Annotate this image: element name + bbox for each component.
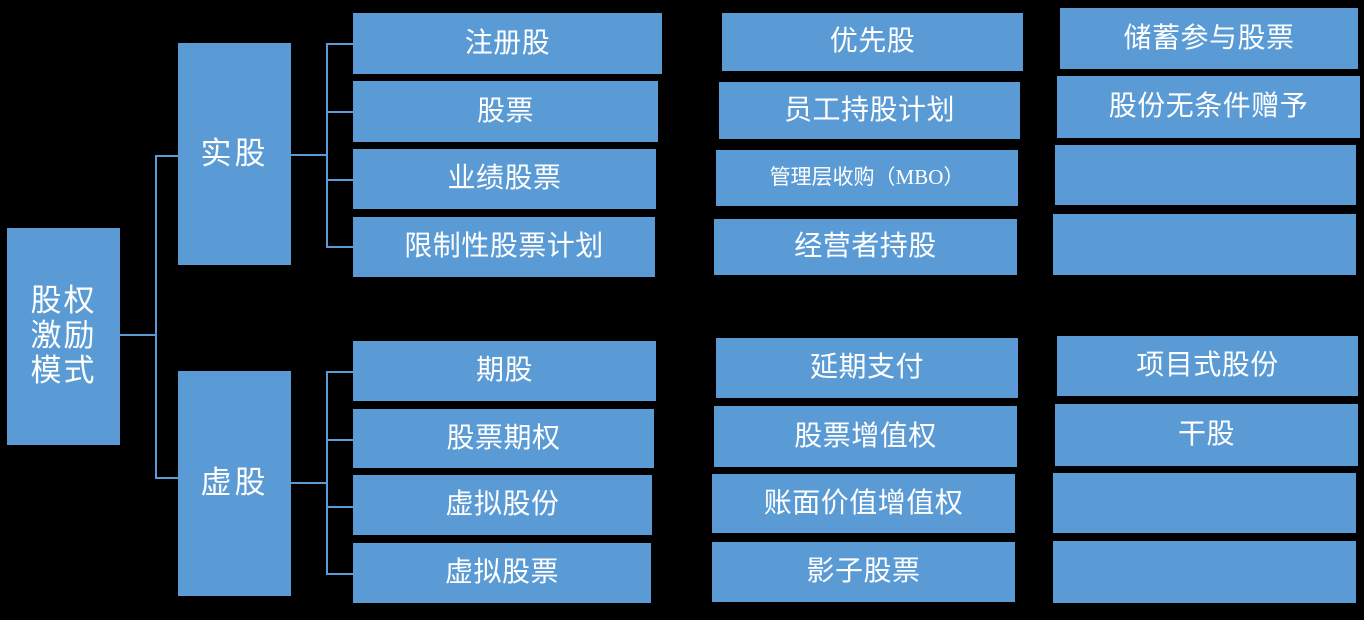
root-node[interactable]: 股权 激励 模式 [7, 228, 120, 445]
leaf-node[interactable]: 股份无条件赠予 [1057, 76, 1360, 138]
leaf-node[interactable]: 管理层收购（MBO） [716, 150, 1018, 206]
connector-xugu-leaf-3 [326, 506, 354, 508]
leaf-label: 股份无条件赠予 [1108, 91, 1309, 123]
connector-root-trunk [155, 155, 157, 479]
branch-label: 实股 [200, 135, 269, 171]
leaf-label: 项目式股份 [1136, 350, 1279, 382]
connector-xugu-leaf-4 [326, 573, 354, 575]
leaf-label: 股票 [476, 95, 534, 127]
leaf-label: 限制性股票计划 [404, 231, 604, 263]
leaf-node[interactable]: 限制性股票计划 [353, 217, 655, 277]
leaf-node[interactable]: 项目式股份 [1057, 336, 1358, 396]
connector-xugu-trunk [326, 371, 328, 575]
leaf-node-empty[interactable] [1055, 145, 1356, 205]
leaf-node[interactable]: 影子股票 [712, 542, 1015, 602]
leaf-node[interactable]: 注册股 [353, 13, 662, 74]
leaf-label: 管理层收购（MBO） [769, 165, 965, 190]
leaf-label: 虚拟股份 [445, 489, 560, 521]
leaf-label: 虚拟股票 [444, 557, 559, 589]
leaf-label: 延期支付 [809, 352, 924, 384]
connector-shigu-leaf-4 [326, 246, 354, 248]
leaf-node[interactable]: 储蓄参与股票 [1060, 8, 1358, 69]
connector-xugu-leaf-1 [326, 371, 354, 373]
connector-root-to-shigu [155, 155, 179, 157]
leaf-node-empty[interactable] [1053, 214, 1356, 275]
leaf-label: 股票期权 [446, 422, 561, 454]
root-label-line-2: 激励 [30, 318, 97, 354]
leaf-label: 优先股 [829, 26, 916, 58]
leaf-node[interactable]: 虚拟股票 [353, 543, 651, 603]
leaf-node[interactable]: 股票增值权 [714, 406, 1017, 467]
leaf-node[interactable]: 股票 [353, 81, 658, 142]
leaf-node[interactable]: 员工持股计划 [719, 82, 1020, 139]
leaf-label: 业绩股票 [447, 163, 562, 195]
connector-root-stub [120, 334, 157, 336]
leaf-label: 股票增值权 [794, 420, 937, 452]
connector-xugu-stub [291, 482, 328, 484]
leaf-node-empty[interactable] [1053, 473, 1356, 533]
root-label-line-3: 模式 [30, 352, 97, 388]
branch-label: 虚股 [200, 465, 269, 501]
leaf-label: 经营者持股 [794, 231, 937, 263]
connector-shigu-leaf-2 [326, 111, 354, 113]
leaf-node[interactable]: 股票期权 [353, 409, 654, 468]
leaf-node[interactable]: 账面价值增值权 [712, 474, 1015, 533]
leaf-label: 账面价值增值权 [763, 487, 964, 519]
leaf-node[interactable]: 干股 [1055, 404, 1358, 466]
root-label-line-1: 股权 [30, 283, 97, 319]
leaf-label: 储蓄参与股票 [1123, 22, 1295, 54]
connector-xugu-leaf-2 [326, 439, 354, 441]
branch-node-shigu[interactable]: 实股 [178, 43, 291, 265]
leaf-label: 员工持股计划 [783, 94, 955, 126]
leaf-node[interactable]: 经营者持股 [714, 219, 1017, 275]
leaf-node-empty[interactable] [1053, 541, 1356, 603]
connector-root-to-xugu [155, 477, 179, 479]
leaf-label: 干股 [1177, 419, 1235, 451]
leaf-node[interactable]: 虚拟股份 [353, 475, 652, 535]
connector-shigu-stub [291, 154, 328, 156]
leaf-node[interactable]: 优先股 [722, 13, 1023, 71]
branch-node-xugu[interactable]: 虚股 [178, 371, 291, 596]
leaf-label: 影子股票 [806, 556, 921, 588]
connector-shigu-trunk [326, 43, 328, 247]
leaf-node[interactable]: 期股 [353, 341, 656, 401]
connector-shigu-leaf-1 [326, 43, 354, 45]
leaf-node[interactable]: 业绩股票 [353, 149, 656, 209]
leaf-node[interactable]: 延期支付 [716, 338, 1018, 398]
connector-shigu-leaf-3 [326, 179, 354, 181]
leaf-label: 注册股 [464, 27, 551, 59]
leaf-label: 期股 [475, 355, 533, 387]
